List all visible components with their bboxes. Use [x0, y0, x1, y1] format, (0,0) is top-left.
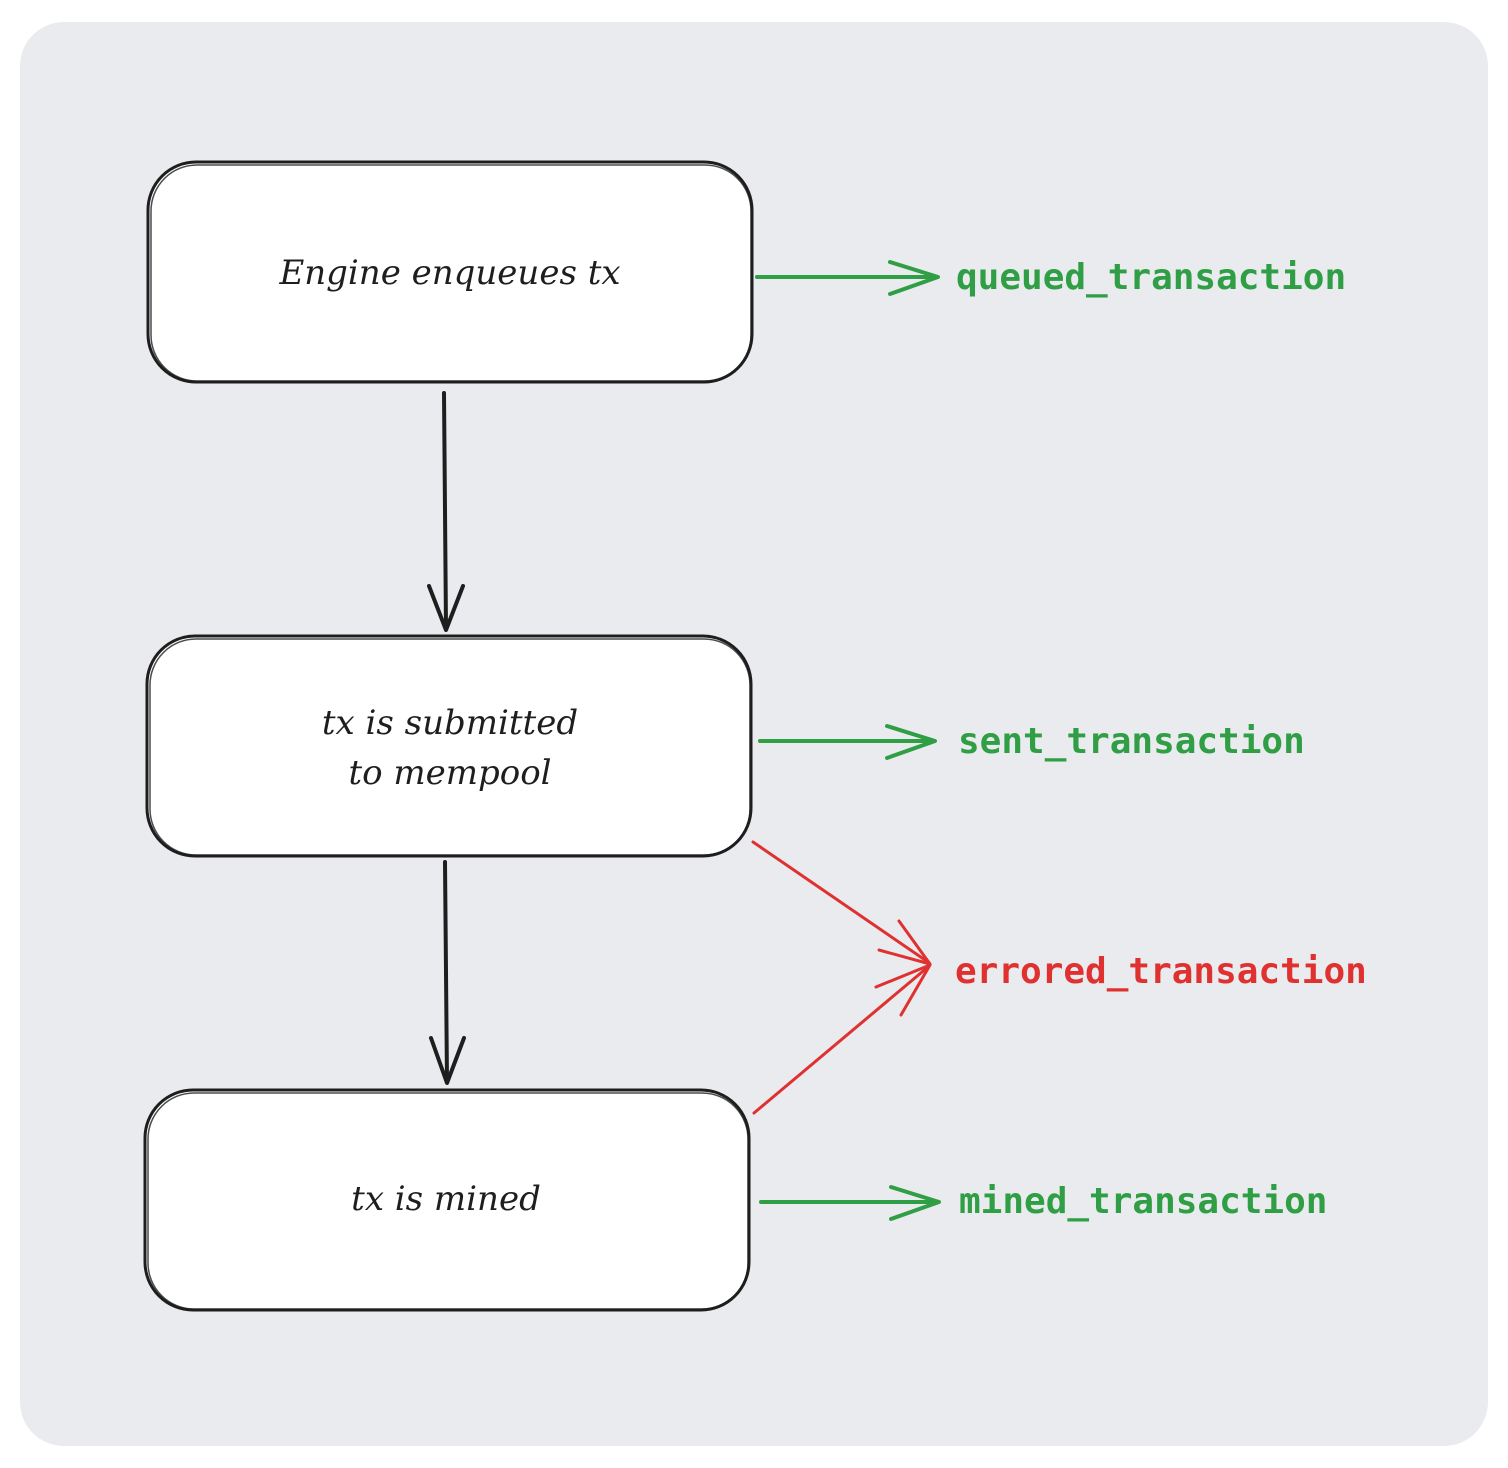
arrow-to-mined-event: [759, 1185, 941, 1221]
event-label-mined: mined_transaction: [959, 1181, 1327, 1222]
arrow-to-queued-event: [755, 260, 940, 296]
arrow-to-sent-event: [758, 724, 937, 760]
arrow-submitted-to-mined: [429, 860, 466, 1085]
node-label-line: tx is submitted: [322, 703, 578, 743]
node-label-line: Engine enqueues tx: [278, 253, 620, 293]
event-label-errored: errored_transaction: [955, 951, 1367, 992]
event-label-sent: sent_transaction: [958, 721, 1305, 762]
node-tx-submitted: tx is submitted to mempool: [145, 634, 753, 858]
arrow-mined-to-errored-event: [752, 963, 932, 1115]
node-label-line: tx is mined: [351, 1179, 541, 1219]
node-engine-enqueues: Engine enqueues tx: [146, 160, 754, 384]
node-tx-mined: tx is mined: [143, 1088, 751, 1312]
arrow-enqueue-to-submitted: [427, 391, 465, 632]
node-label-line: to mempool: [348, 753, 551, 793]
event-label-queued: queued_transaction: [956, 257, 1346, 298]
